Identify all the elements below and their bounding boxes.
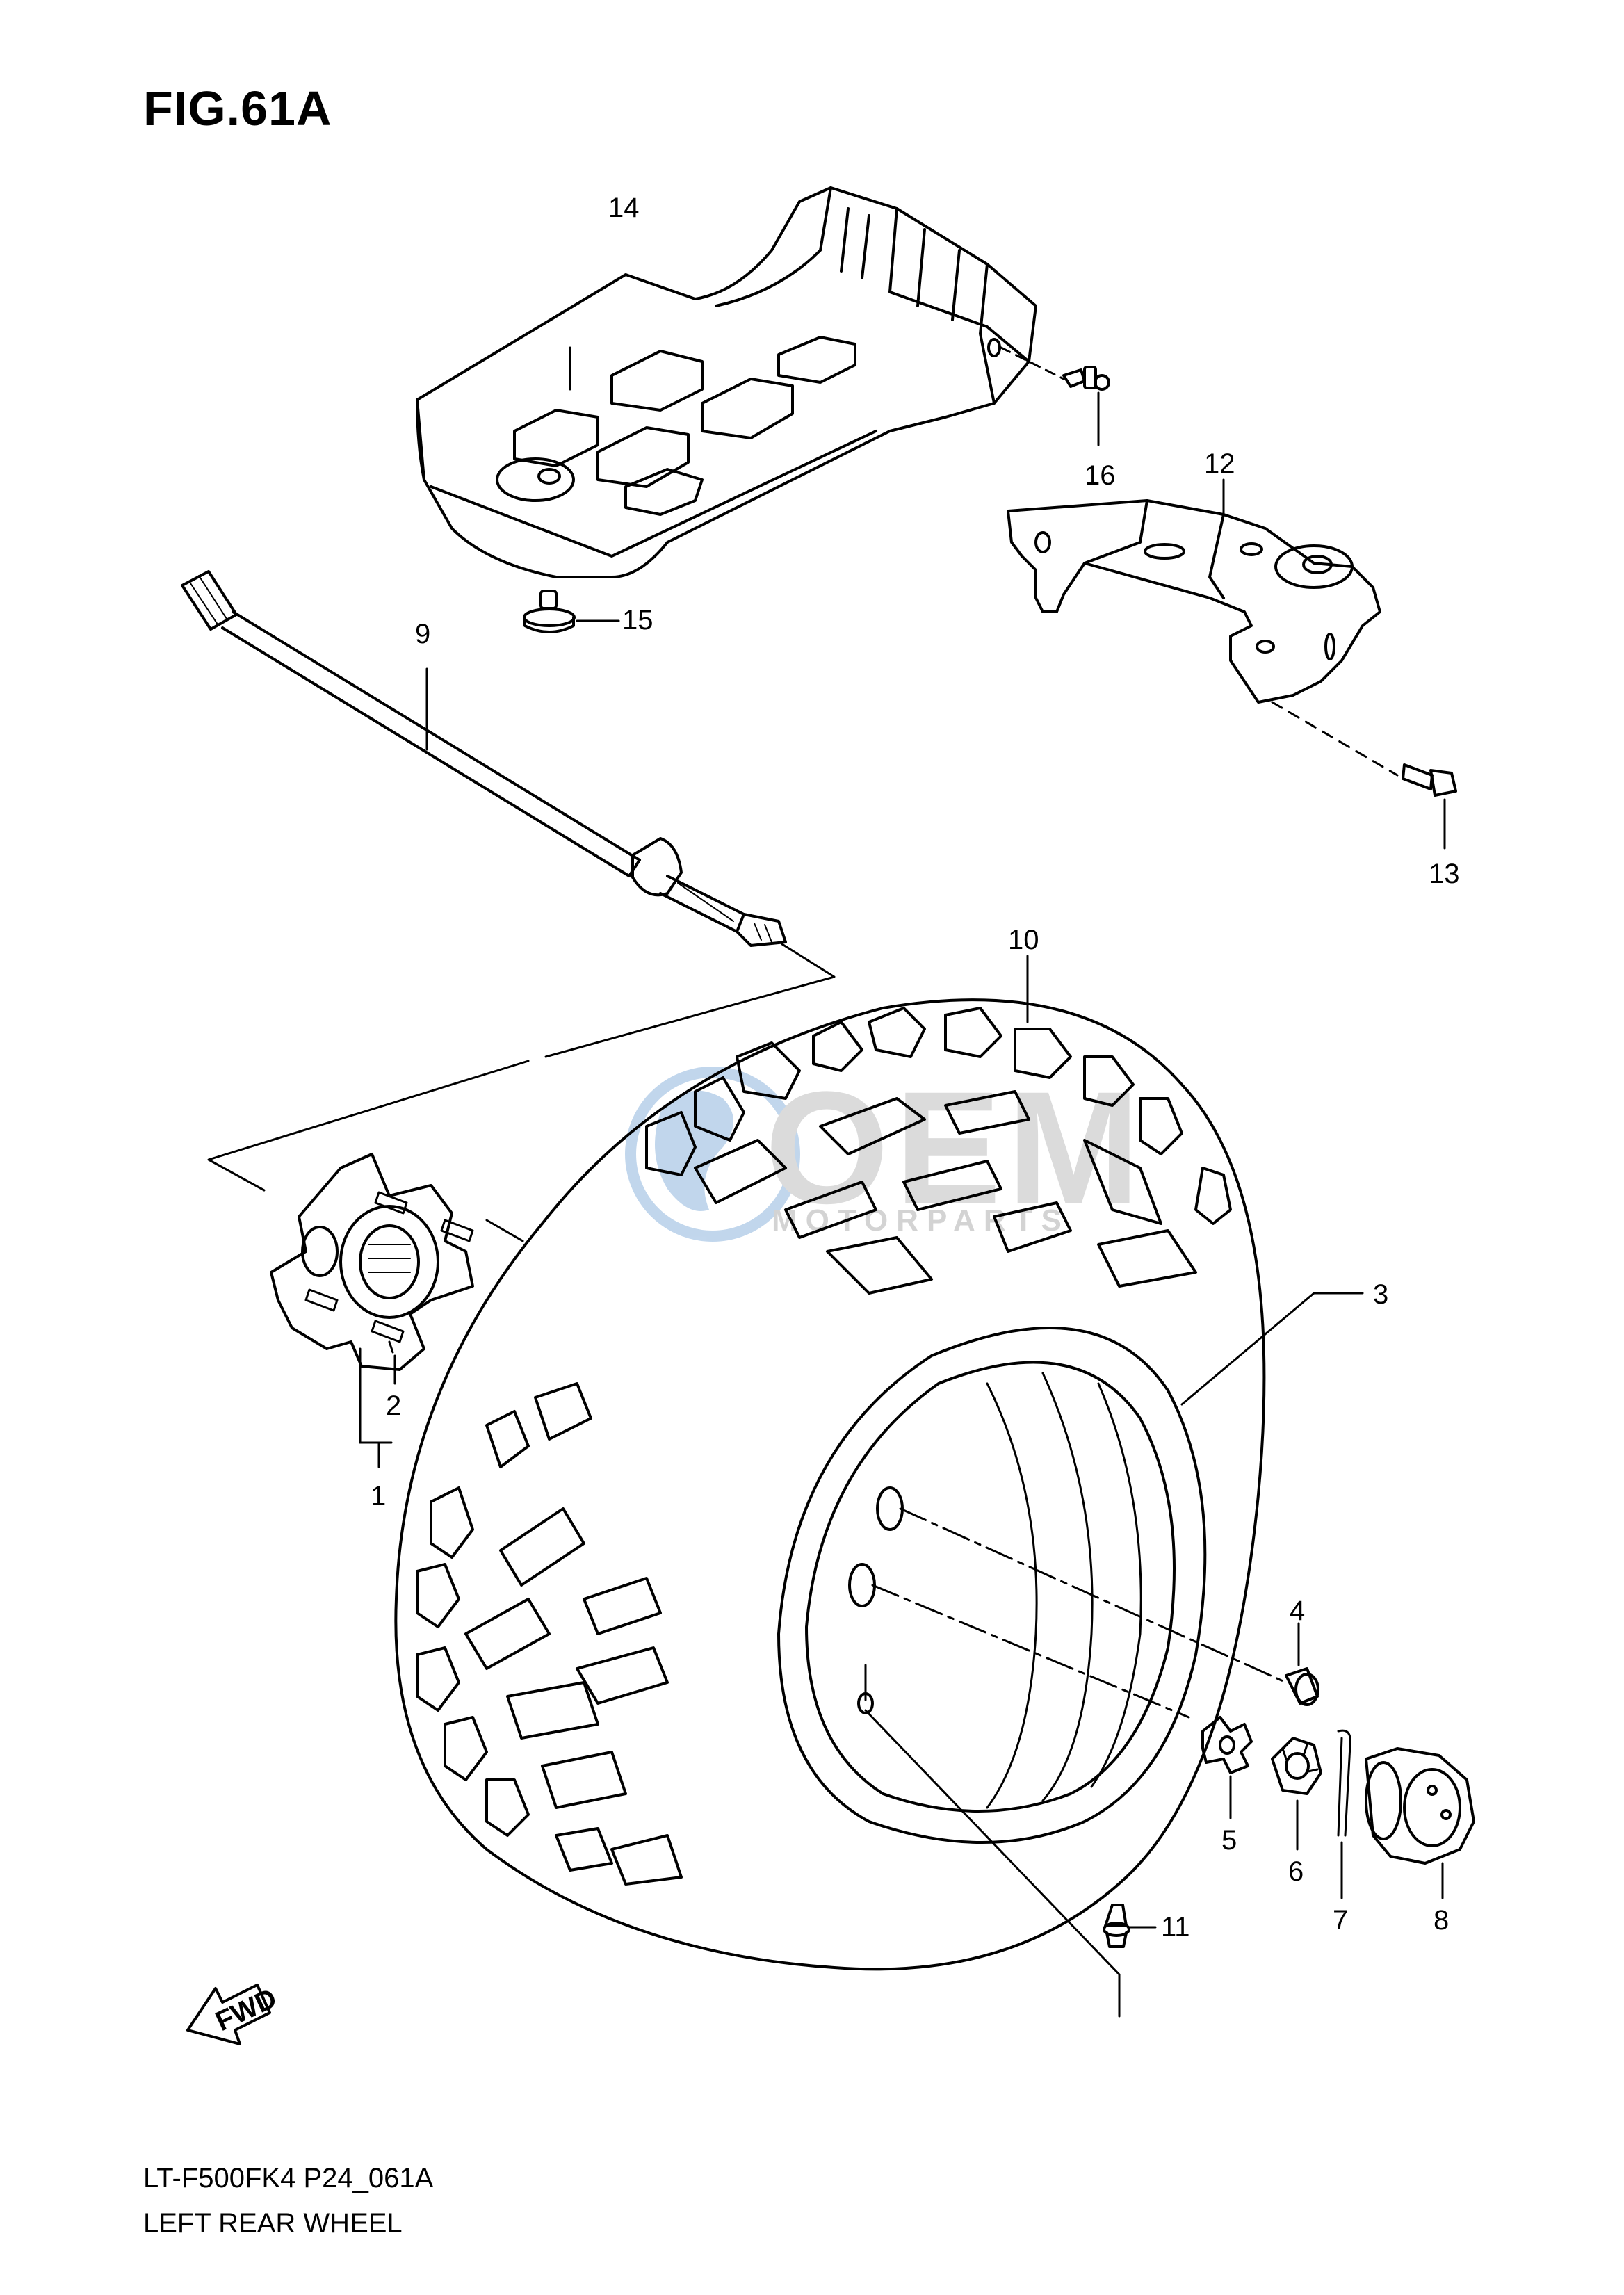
part-9-axle-shaft [181, 570, 787, 947]
part-1-2-hub [270, 1153, 474, 1468]
part-4-spacer [1285, 1622, 1320, 1706]
footer-title: LEFT REAR WHEEL [143, 2208, 403, 2239]
callout-14: 14 [608, 193, 640, 223]
assembly-lines [207, 943, 836, 1242]
callout-9: 9 [415, 619, 430, 649]
callout-10: 10 [1008, 925, 1039, 955]
part-10-tire [394, 998, 1266, 1971]
callout-7: 7 [1333, 1905, 1348, 1936]
callout-5: 5 [1221, 1825, 1237, 1856]
callout-12: 12 [1204, 448, 1235, 479]
part-11-valve [1103, 1904, 1157, 1948]
footer-model-code: LT-F500FK4 P24_061A [143, 2163, 434, 2193]
callout-13: 13 [1429, 859, 1460, 889]
callout-16: 16 [1085, 460, 1116, 491]
callout-3: 3 [1373, 1279, 1388, 1310]
callout-4: 4 [1290, 1596, 1305, 1626]
fwd-arrow-icon: FWD [186, 1983, 282, 2045]
part-14-skid-plate [416, 186, 1037, 578]
watermark-brand: OEM [765, 1058, 1146, 1237]
part-12-bracket [1007, 478, 1381, 704]
part-8-hub-cap [1365, 1747, 1475, 1899]
part-6-castle-nut [1271, 1737, 1322, 1851]
callout-6: 6 [1288, 1856, 1304, 1887]
assembly-guide-lines [864, 1507, 1288, 2018]
callout-labels: 14 16 12 15 9 13 10 3 2 1 4 5 6 7 8 11 [371, 193, 1460, 1943]
callout-1: 1 [371, 1481, 386, 1511]
part-16-bolt [1000, 346, 1110, 446]
part-3-rim [777, 955, 1364, 1844]
part-13-bolt [1271, 701, 1457, 850]
part-7-cotter-pin [1337, 1729, 1351, 1899]
part-5-washer [1201, 1716, 1253, 1819]
callout-15: 15 [622, 605, 653, 635]
part-15-bolt [523, 590, 620, 633]
callout-8: 8 [1434, 1905, 1449, 1936]
callout-2: 2 [386, 1390, 401, 1421]
figure-title: FIG.61A [143, 81, 332, 136]
callout-11: 11 [1161, 1912, 1190, 1943]
